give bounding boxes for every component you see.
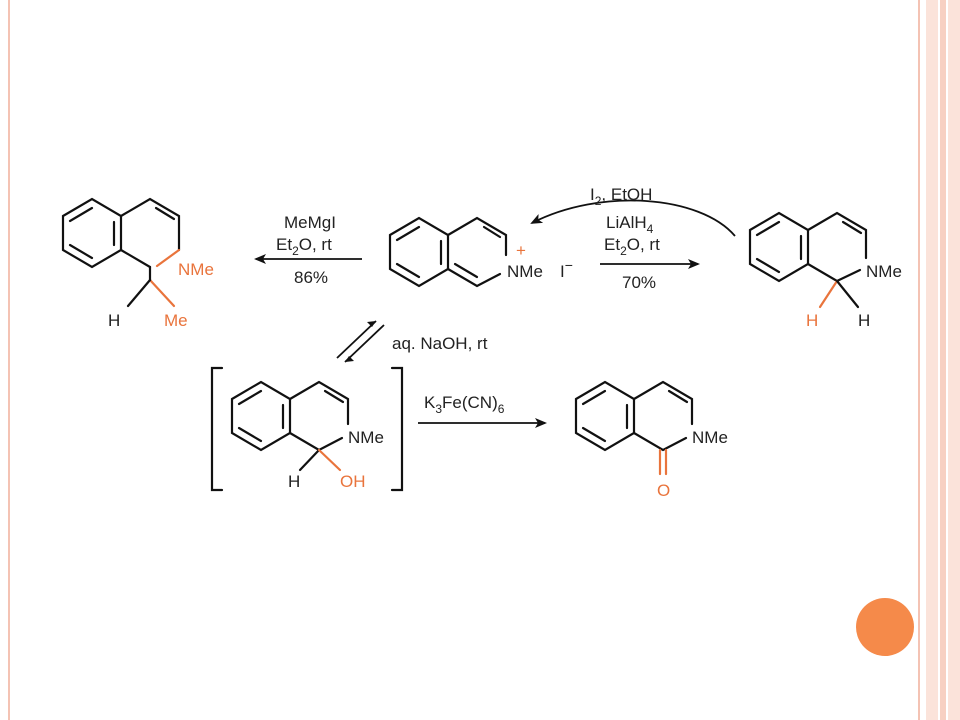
center-salt-molecule: NMe + I− bbox=[388, 216, 573, 288]
final-product-o: O bbox=[657, 481, 670, 500]
bracket-intermediate-n: NMe bbox=[348, 428, 384, 447]
right-bracket bbox=[390, 366, 404, 492]
left-yield: 86% bbox=[294, 268, 328, 287]
left-product-h: H bbox=[108, 311, 120, 330]
oxidation-reagent: K3Fe(CN)6 bbox=[424, 393, 505, 416]
final-product-n: NMe bbox=[692, 428, 728, 447]
accent-circle-icon bbox=[856, 598, 914, 656]
right-decor-band-dark bbox=[940, 0, 946, 720]
right-product-molecule: NMe H H bbox=[748, 211, 902, 330]
left-product-n: NMe bbox=[178, 260, 214, 279]
slide-frame bbox=[8, 0, 920, 720]
bracket-intermediate-molecule: NMe H OH bbox=[230, 380, 384, 491]
equilibrium-reagent: aq. NaOH, rt bbox=[392, 334, 488, 353]
left-product-me: Me bbox=[164, 311, 188, 330]
center-salt-iodide: I− bbox=[560, 257, 573, 281]
final-product-molecule: NMe O bbox=[574, 380, 728, 500]
left-bracket bbox=[210, 366, 224, 492]
right-decor-band bbox=[926, 0, 938, 720]
bracket-intermediate-h: H bbox=[288, 472, 300, 491]
top-reagent: I2, EtOH bbox=[590, 185, 652, 208]
right-yield: 70% bbox=[622, 273, 656, 292]
right-decor-band-outer bbox=[948, 0, 960, 720]
right-product-n: NMe bbox=[866, 262, 902, 281]
bracket-intermediate-oh: OH bbox=[340, 472, 366, 491]
left-reagent-line1: MeMgI bbox=[284, 213, 336, 232]
right-product-h: H bbox=[858, 311, 870, 330]
equilibrium-arrows bbox=[336, 320, 385, 363]
center-salt-plus: + bbox=[516, 241, 526, 260]
left-reagent-line2: Et2O, rt bbox=[276, 235, 332, 258]
top-curved-arrow bbox=[530, 199, 736, 237]
right-product-h-orange: H bbox=[806, 311, 818, 330]
left-product-molecule: NMe H Me bbox=[61, 197, 214, 330]
right-reagent-line1: LiAlH4 bbox=[606, 213, 654, 236]
center-salt-n: NMe bbox=[507, 262, 543, 281]
right-reagent-line2: Et2O, rt bbox=[604, 235, 660, 258]
